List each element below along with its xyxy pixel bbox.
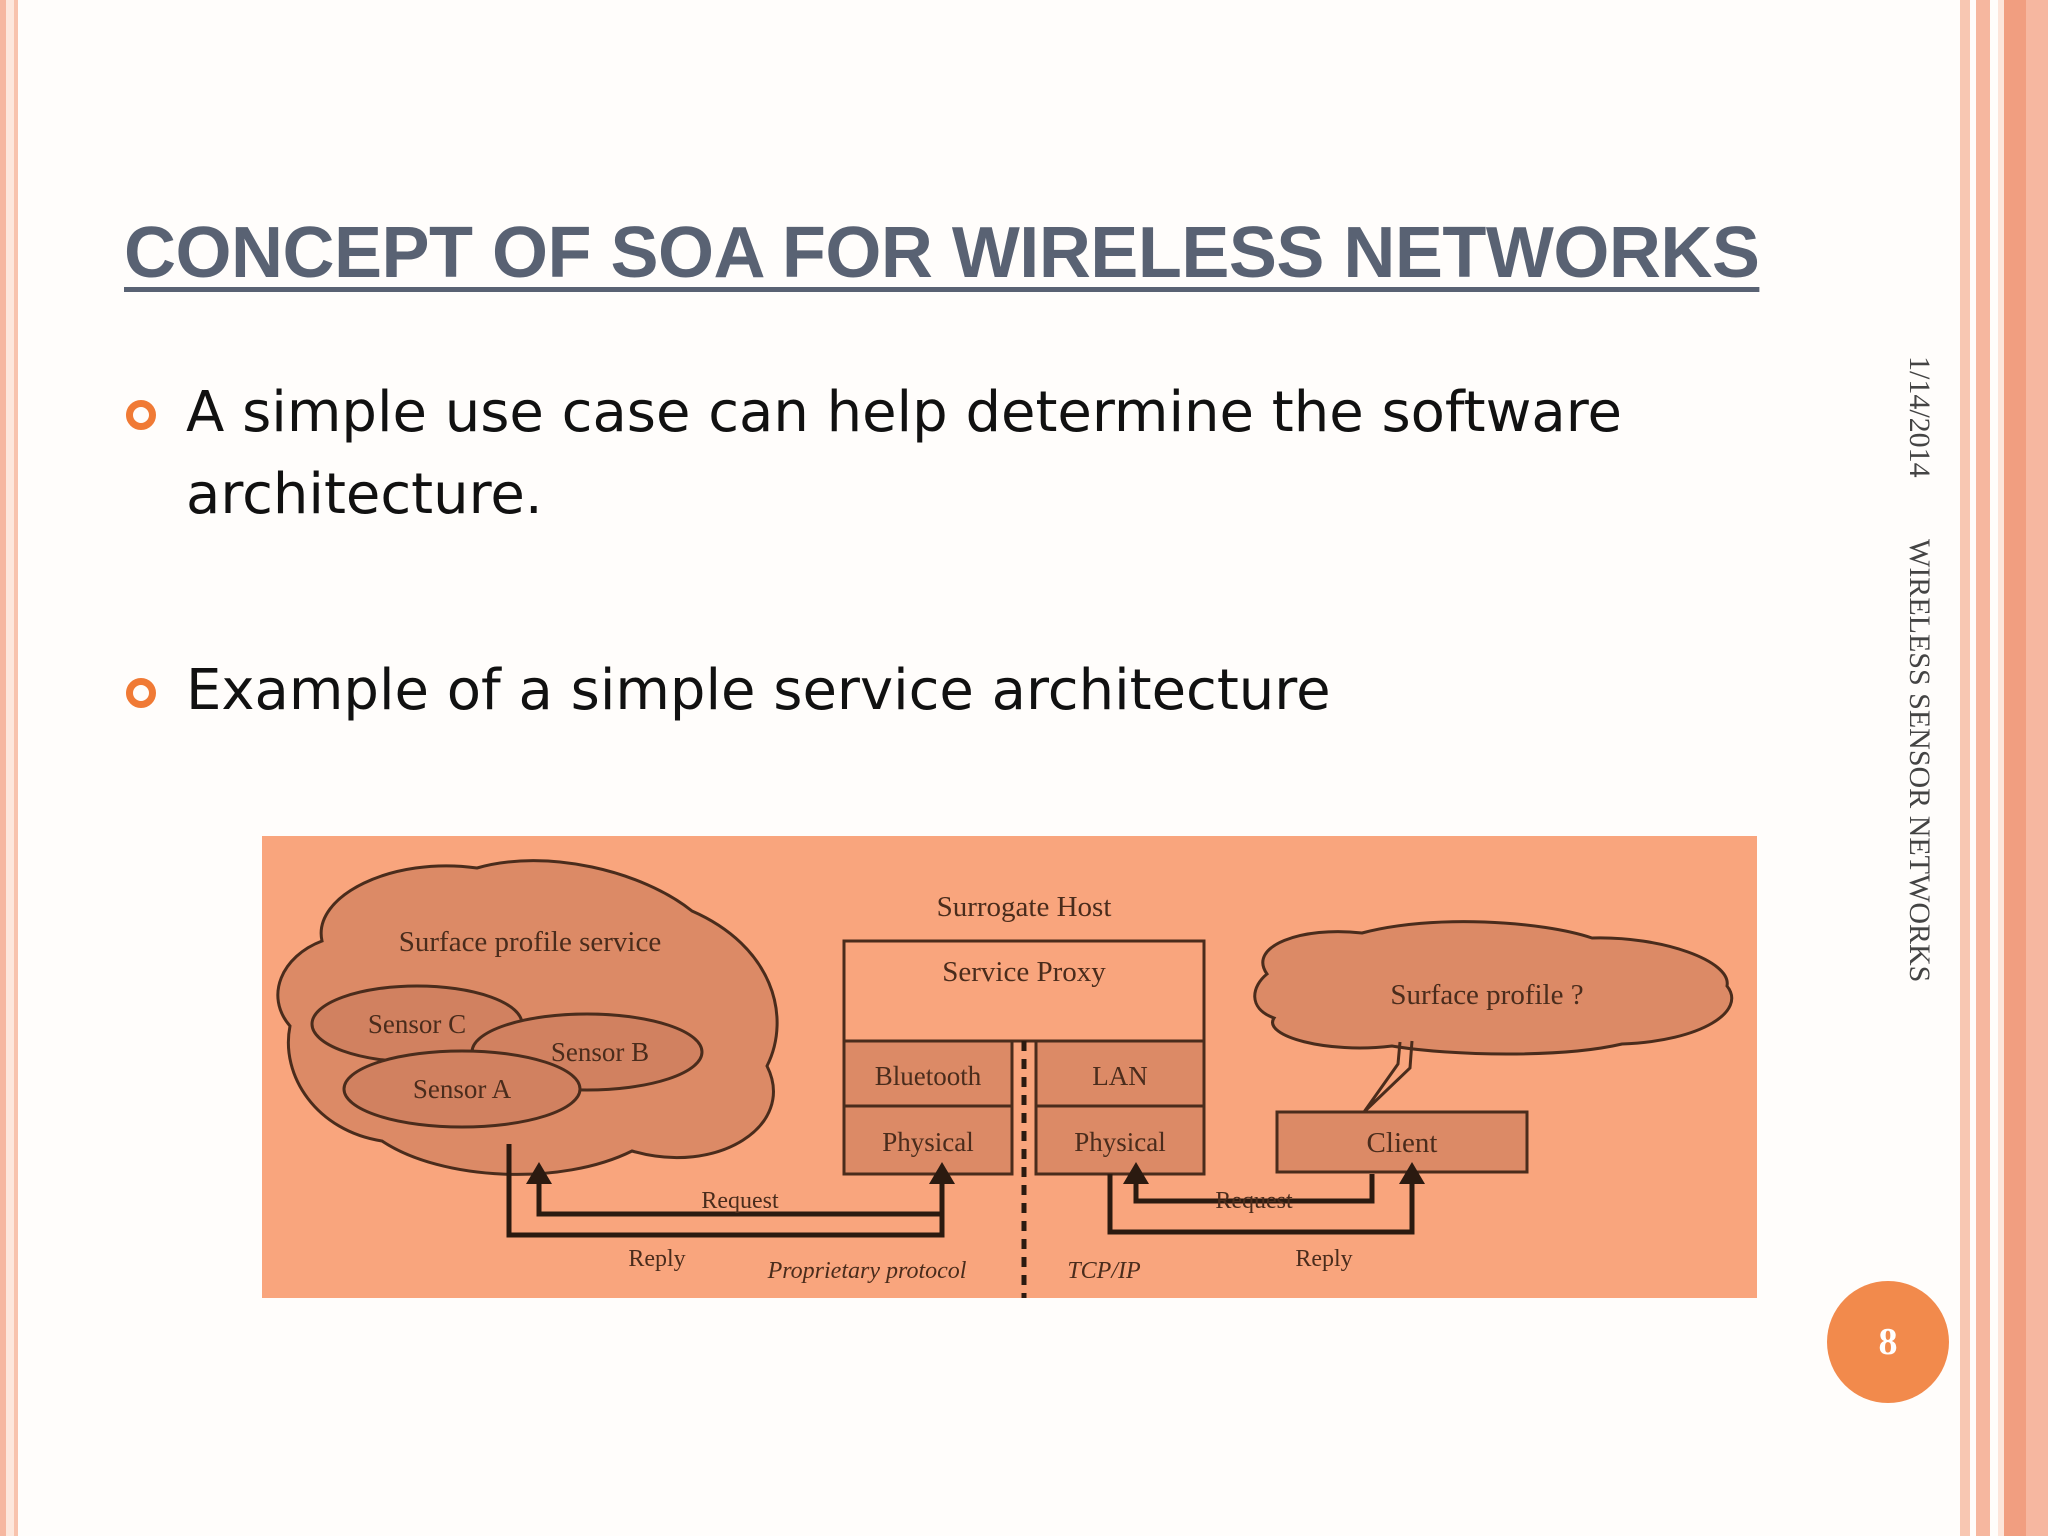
sensor-label: Sensor C: [368, 1009, 466, 1039]
bullet-item: Example of a simple service architecture: [124, 650, 1684, 732]
reply-path-right: [1107, 1174, 1415, 1235]
reply-path-left: [506, 1144, 945, 1238]
service-architecture-diagram: Surface profile service Sensor C Sensor …: [262, 836, 1757, 1298]
sensor-a-ellipse: [342, 1049, 582, 1129]
tcpip-label: TCP/IP: [1067, 1258, 1141, 1284]
slide-date: 1/14/2014: [1903, 356, 1936, 478]
client-label: Client: [1367, 1127, 1438, 1159]
page-number-badge: 8: [1827, 1281, 1949, 1403]
sensor-label: Sensor B: [551, 1037, 649, 1067]
reply-label: Reply: [1295, 1246, 1352, 1272]
request-label: Request: [1215, 1188, 1293, 1214]
right-border-stripe: [1960, 0, 1970, 1536]
right-border-stripe: [1976, 0, 1990, 1536]
cloud-left-label: Surface profile service: [399, 926, 661, 958]
right-border-stripe: [1998, 0, 2048, 1536]
sensor-label: Sensor A: [413, 1074, 512, 1104]
reply-label: Reply: [628, 1246, 685, 1272]
bullet-list: A simple use case can help determine the…: [124, 372, 1684, 732]
service-proxy-label: Service Proxy: [942, 956, 1106, 988]
arrow-head-icon: [526, 1162, 552, 1184]
footer-text: WIRELESS SENSOR NETWORKS: [1903, 539, 1936, 983]
request-path-right: [1133, 1174, 1375, 1204]
slide-title: CONCEPT OF SOA FOR WIRELESS NETWORKS: [124, 213, 1760, 293]
page-number: 8: [1878, 1321, 1898, 1363]
stack-layer-label: Physical: [882, 1127, 974, 1157]
stack-layer-label: Bluetooth: [875, 1061, 982, 1091]
bullet-text: Example of a simple service architecture: [186, 658, 1331, 723]
stack-layer-label: LAN: [1092, 1061, 1148, 1091]
bullet-text: A simple use case can help determine the…: [186, 380, 1622, 527]
lan-box: [1034, 1039, 1206, 1108]
surrogate-host-label: Surrogate Host: [937, 891, 1112, 923]
proprietary-protocol-label: Proprietary protocol: [767, 1258, 967, 1284]
circle-bullet-icon: [126, 678, 156, 708]
vertical-footer: 1/14/2014 WIRELESS SENSOR NETWORKS: [1902, 356, 1936, 983]
arrow-head-icon: [929, 1162, 955, 1184]
client-box: [1275, 1110, 1529, 1174]
request-label: Request: [701, 1188, 779, 1214]
stack-layer-label: Physical: [1074, 1127, 1166, 1157]
cloud-right-label: Surface profile ?: [1390, 979, 1583, 1011]
service-proxy-box: [842, 939, 1206, 1043]
circle-bullet-icon: [126, 400, 156, 430]
physical-box-right: [1034, 1104, 1206, 1176]
surface-profile-query-cloud: [1253, 920, 1734, 1056]
left-border-stripe: [0, 0, 22, 1536]
physical-box-left: [842, 1104, 1014, 1176]
arrow-head-icon: [1123, 1162, 1149, 1184]
arrow-head-icon: [1399, 1162, 1425, 1184]
bullet-item: A simple use case can help determine the…: [124, 372, 1684, 536]
